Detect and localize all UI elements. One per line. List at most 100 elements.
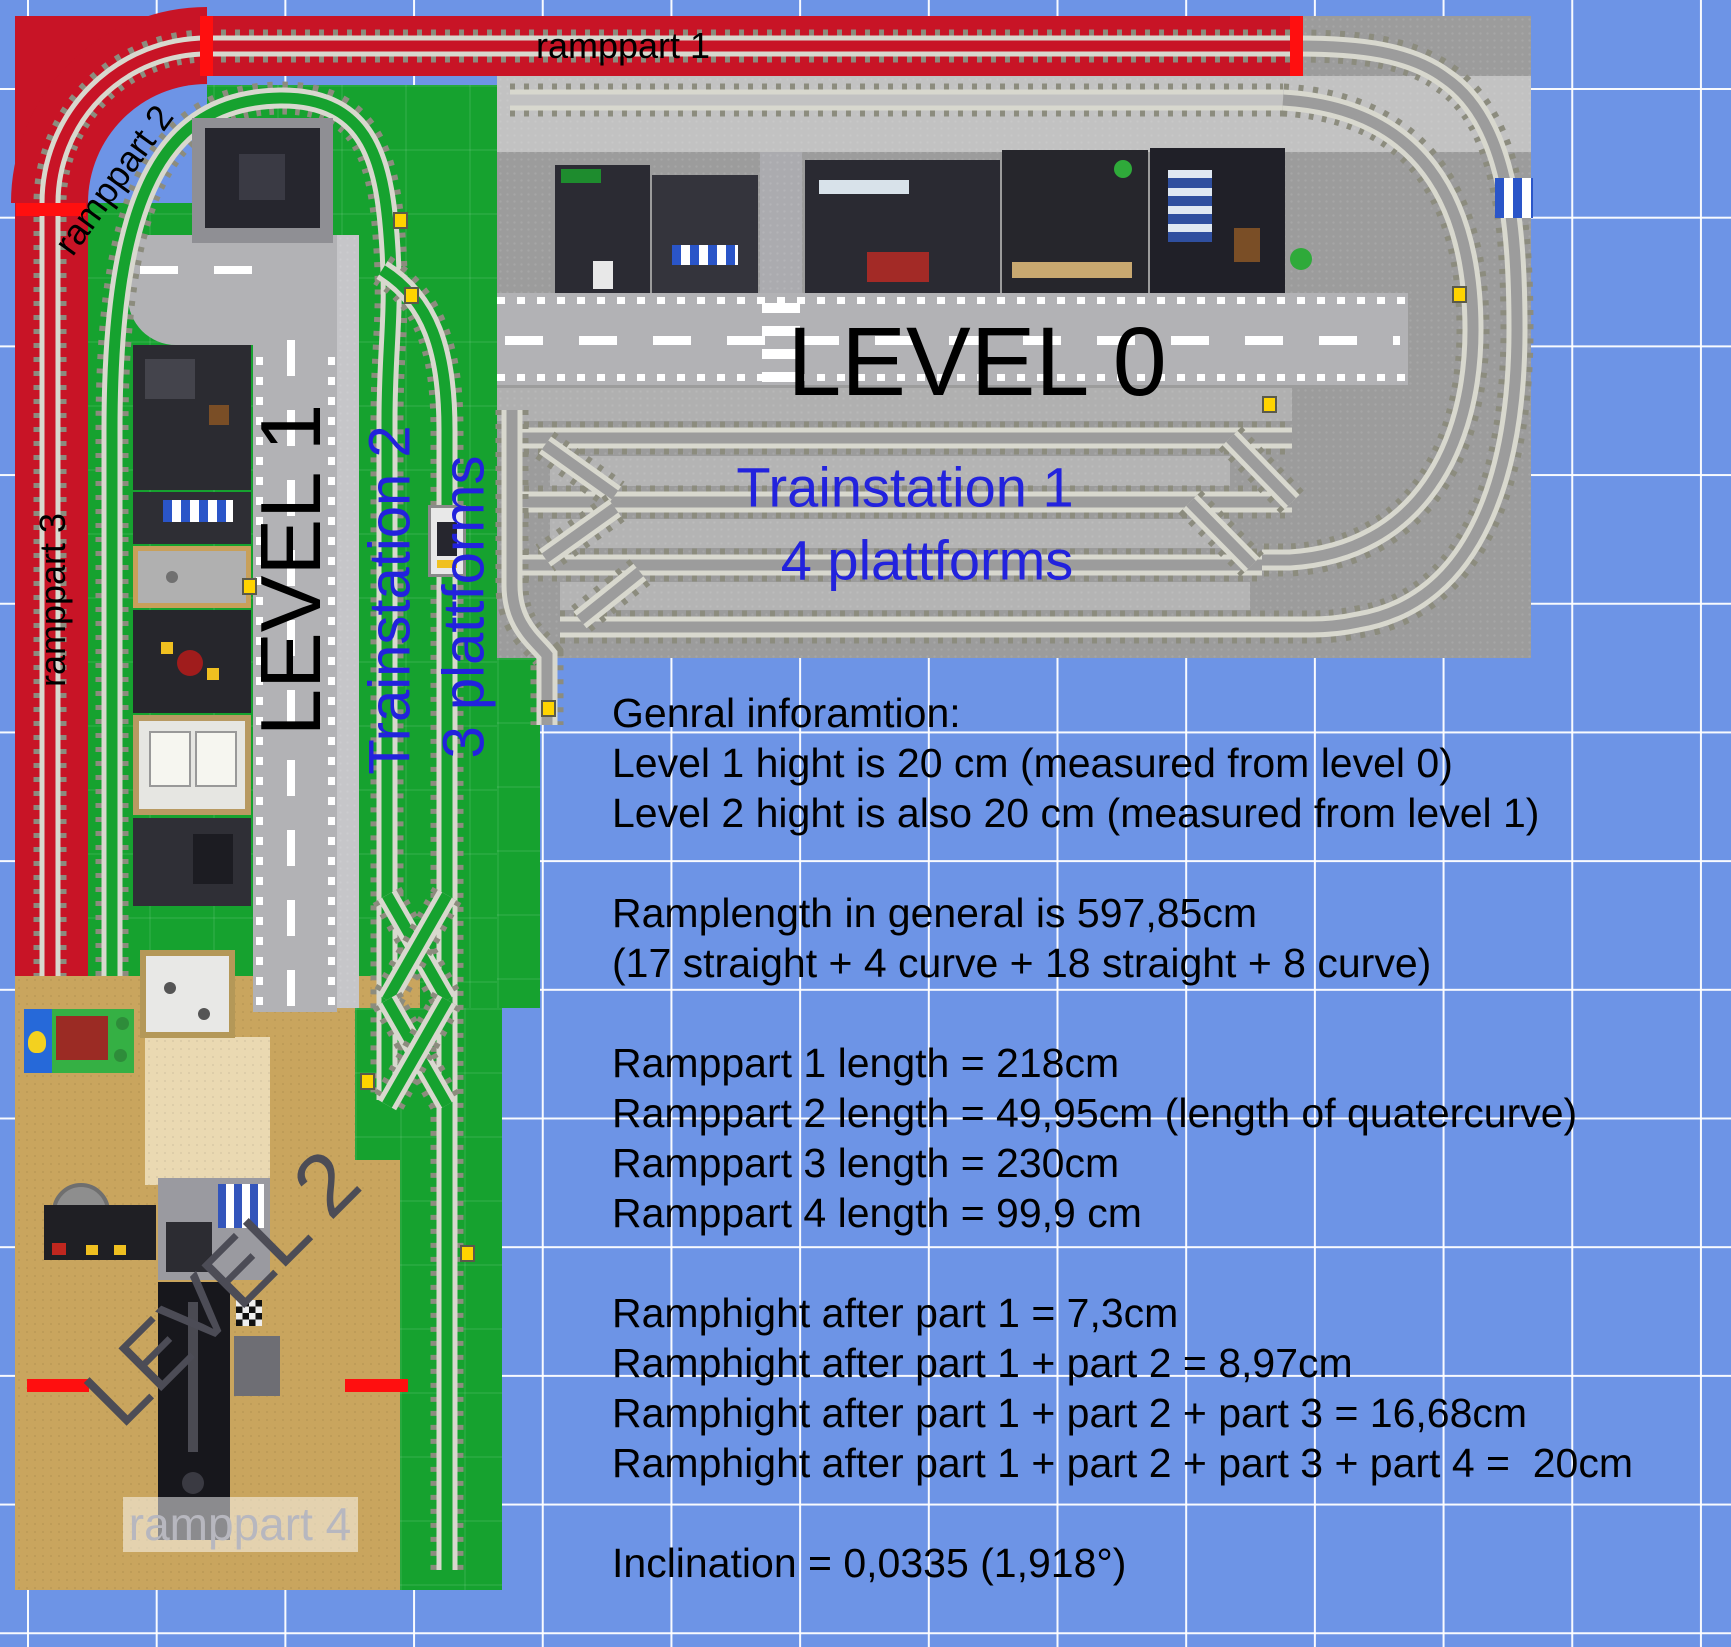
building-l0-b — [652, 175, 758, 293]
chimney — [209, 405, 229, 425]
info-line: Level 2 hight is also 20 cm (measured fr… — [612, 790, 1540, 836]
info-line — [612, 988, 1633, 1038]
level0-road-sidewalk-top — [497, 297, 1408, 304]
train-car — [428, 505, 466, 577]
label-4-plattforms: 4 plattforms — [780, 528, 1074, 592]
tree-icon — [1114, 160, 1132, 178]
yard-dot — [166, 571, 178, 583]
chair-dot — [161, 642, 173, 654]
building-l2-shed — [44, 1205, 156, 1260]
info-line — [612, 1488, 1633, 1538]
info-line: Ramphight after part 1 + part 2 + part 3… — [612, 1390, 1528, 1436]
signal-icon — [460, 1245, 475, 1262]
label-3-plattforms: 3 plattforms — [431, 455, 497, 759]
building-l0-a — [555, 165, 650, 293]
info-line — [612, 838, 1633, 888]
building-awning-shop — [133, 492, 251, 544]
info-line: Ramppart 4 length = 99,9 cm — [612, 1190, 1142, 1236]
boat-icon — [28, 1031, 46, 1053]
info-line: Ramppart 3 length = 230cm — [612, 1140, 1120, 1186]
info-line: (17 straight + 4 curve + 18 straight + 8… — [612, 940, 1432, 986]
building-l0-e — [1150, 148, 1285, 293]
green-column-baseplate — [400, 1008, 502, 1590]
dark-interior — [166, 1222, 212, 1272]
ramp-end-marker-4 — [27, 1379, 89, 1392]
column-dot — [164, 982, 176, 994]
label-trainstation-1: Trainstation 1 — [736, 455, 1074, 519]
info-text-block: Genral inforamtion: Level 1 hight is 20 … — [612, 688, 1633, 1588]
ramp-end-marker-2 — [16, 203, 86, 216]
chair-dot — [207, 668, 219, 680]
tree-icon — [1290, 248, 1312, 270]
ramp-end-marker-3 — [1290, 16, 1303, 76]
tree-icon — [116, 1017, 129, 1030]
billboard-striped — [1495, 178, 1533, 218]
info-line: Inclination = 0,0335 (1,918°) — [612, 1540, 1127, 1586]
level1-road-corner — [128, 235, 337, 345]
cream-baseplate — [145, 1037, 270, 1185]
level0-cross-street — [760, 152, 802, 293]
signal-icon — [404, 287, 419, 304]
glass-panel — [149, 731, 191, 787]
roof-stripe — [188, 1302, 198, 1452]
building-row-2 — [133, 818, 251, 906]
red-roof — [867, 252, 929, 282]
roof-detail — [193, 834, 233, 884]
building-courtyard — [133, 546, 251, 608]
level0-platform-5 — [560, 582, 1250, 610]
tree-icon — [114, 1049, 127, 1062]
building-l0-d — [1002, 150, 1148, 293]
building-row-1 — [133, 345, 251, 490]
train-windows — [437, 522, 457, 556]
farm-house — [56, 1016, 108, 1060]
building-l0-c — [805, 160, 1000, 293]
label-trainstation-2: Trainstation 2 — [357, 425, 423, 775]
round-table — [177, 650, 203, 676]
red-detail — [52, 1243, 66, 1255]
building-l2-annex — [234, 1336, 280, 1396]
building-station-hall — [140, 950, 235, 1038]
signal-icon — [541, 700, 556, 717]
level0-road-sidewalk-bottom — [497, 374, 1408, 381]
info-line: Ramppart 2 length = 49,95cm (length of q… — [612, 1090, 1578, 1136]
ramp-end-marker-1 — [200, 16, 213, 76]
building-engine-shed — [205, 128, 320, 228]
building-l2-hall — [158, 1178, 270, 1280]
building-cafe — [133, 610, 251, 713]
label-level-0: LEVEL 0 — [787, 307, 1167, 416]
maze-pattern — [218, 1184, 264, 1228]
info-line: Ramphight after part 1 + part 2 + part 3… — [612, 1440, 1634, 1486]
label-ramppart-1: ramppart 1 — [535, 25, 711, 66]
label-ramppart-3: ramppart 3 — [32, 512, 73, 688]
info-line: Ramppart 1 length = 218cm — [612, 1040, 1120, 1086]
farm-plate — [24, 1009, 134, 1073]
level0-platform-3 — [550, 456, 1230, 486]
roof-garden — [561, 169, 601, 183]
signal-icon — [1262, 396, 1277, 413]
yellow-detail — [114, 1245, 126, 1255]
info-line — [612, 1238, 1633, 1288]
glass-facade — [1168, 170, 1212, 242]
level1-road-corner-line — [140, 266, 270, 274]
ramppart2-red-corner — [15, 16, 90, 90]
level0-platform-4 — [550, 519, 1230, 548]
info-line: Ramphight after part 1 = 7,3cm — [612, 1290, 1179, 1336]
signal-icon — [1452, 286, 1467, 303]
signal-icon — [393, 212, 408, 229]
column-dot — [198, 1008, 210, 1020]
brown-door — [1234, 228, 1260, 262]
window-row — [819, 180, 909, 194]
info-line: Ramplength in general is 597,85cm — [612, 890, 1257, 936]
glass-panel — [195, 731, 237, 787]
yellow-detail — [86, 1245, 98, 1255]
signal-icon — [242, 578, 257, 595]
info-line: Genral inforamtion: — [612, 690, 961, 736]
info-line: Ramphight after part 1 + part 2 = 8,97cm — [612, 1340, 1353, 1386]
level0-road-centerline — [505, 336, 1400, 345]
checker-pad — [236, 1300, 262, 1326]
roof-detail — [145, 359, 195, 399]
awning-stripes — [163, 500, 233, 522]
awning-stripes — [672, 245, 738, 265]
hatch — [182, 1472, 204, 1494]
